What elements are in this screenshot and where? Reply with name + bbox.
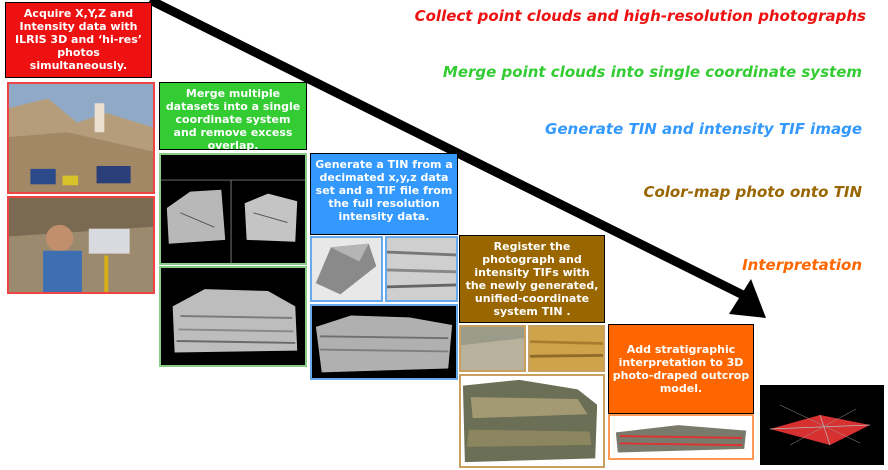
phase-label-merge: Merge point clouds into single coordinat…: [442, 63, 862, 81]
step-interpret-box: Add stratigraphic interpretation to 3D p…: [608, 324, 754, 414]
phase-label-interpretation: Interpretation: [742, 256, 862, 274]
phase-label-generate: Generate TIN and intensity TIF image: [545, 120, 862, 138]
phase-label-collect: Collect point clouds and high-resolution…: [414, 7, 866, 25]
merged-scan-top: [159, 153, 307, 265]
phase-label-colormap: Color-map photo onto TIN: [643, 183, 862, 201]
step-acquire-box: Acquire X,Y,Z and Intensity data with IL…: [5, 2, 152, 78]
step-merge-box: Merge multiple datasets into a single co…: [159, 82, 307, 152]
intensity-tif: [385, 236, 458, 302]
merged-scan-bottom: [159, 266, 307, 367]
final-3d-model: [760, 385, 884, 465]
interpreted-outcrop-model: [608, 414, 754, 460]
intensity-draped-tin: [310, 304, 458, 380]
step-register-box: Register the photograph and intensity TI…: [459, 235, 605, 323]
register-photo-left: [459, 325, 526, 372]
step-generate-box: Generate a TIN from a decimated x,y,z da…: [310, 153, 458, 235]
photo-draped-outcrop: [459, 374, 605, 468]
field-photo-scanner: [7, 82, 155, 194]
tin-render: [310, 236, 383, 302]
register-photo-right: [528, 325, 605, 372]
field-photo-operator: [7, 196, 155, 294]
